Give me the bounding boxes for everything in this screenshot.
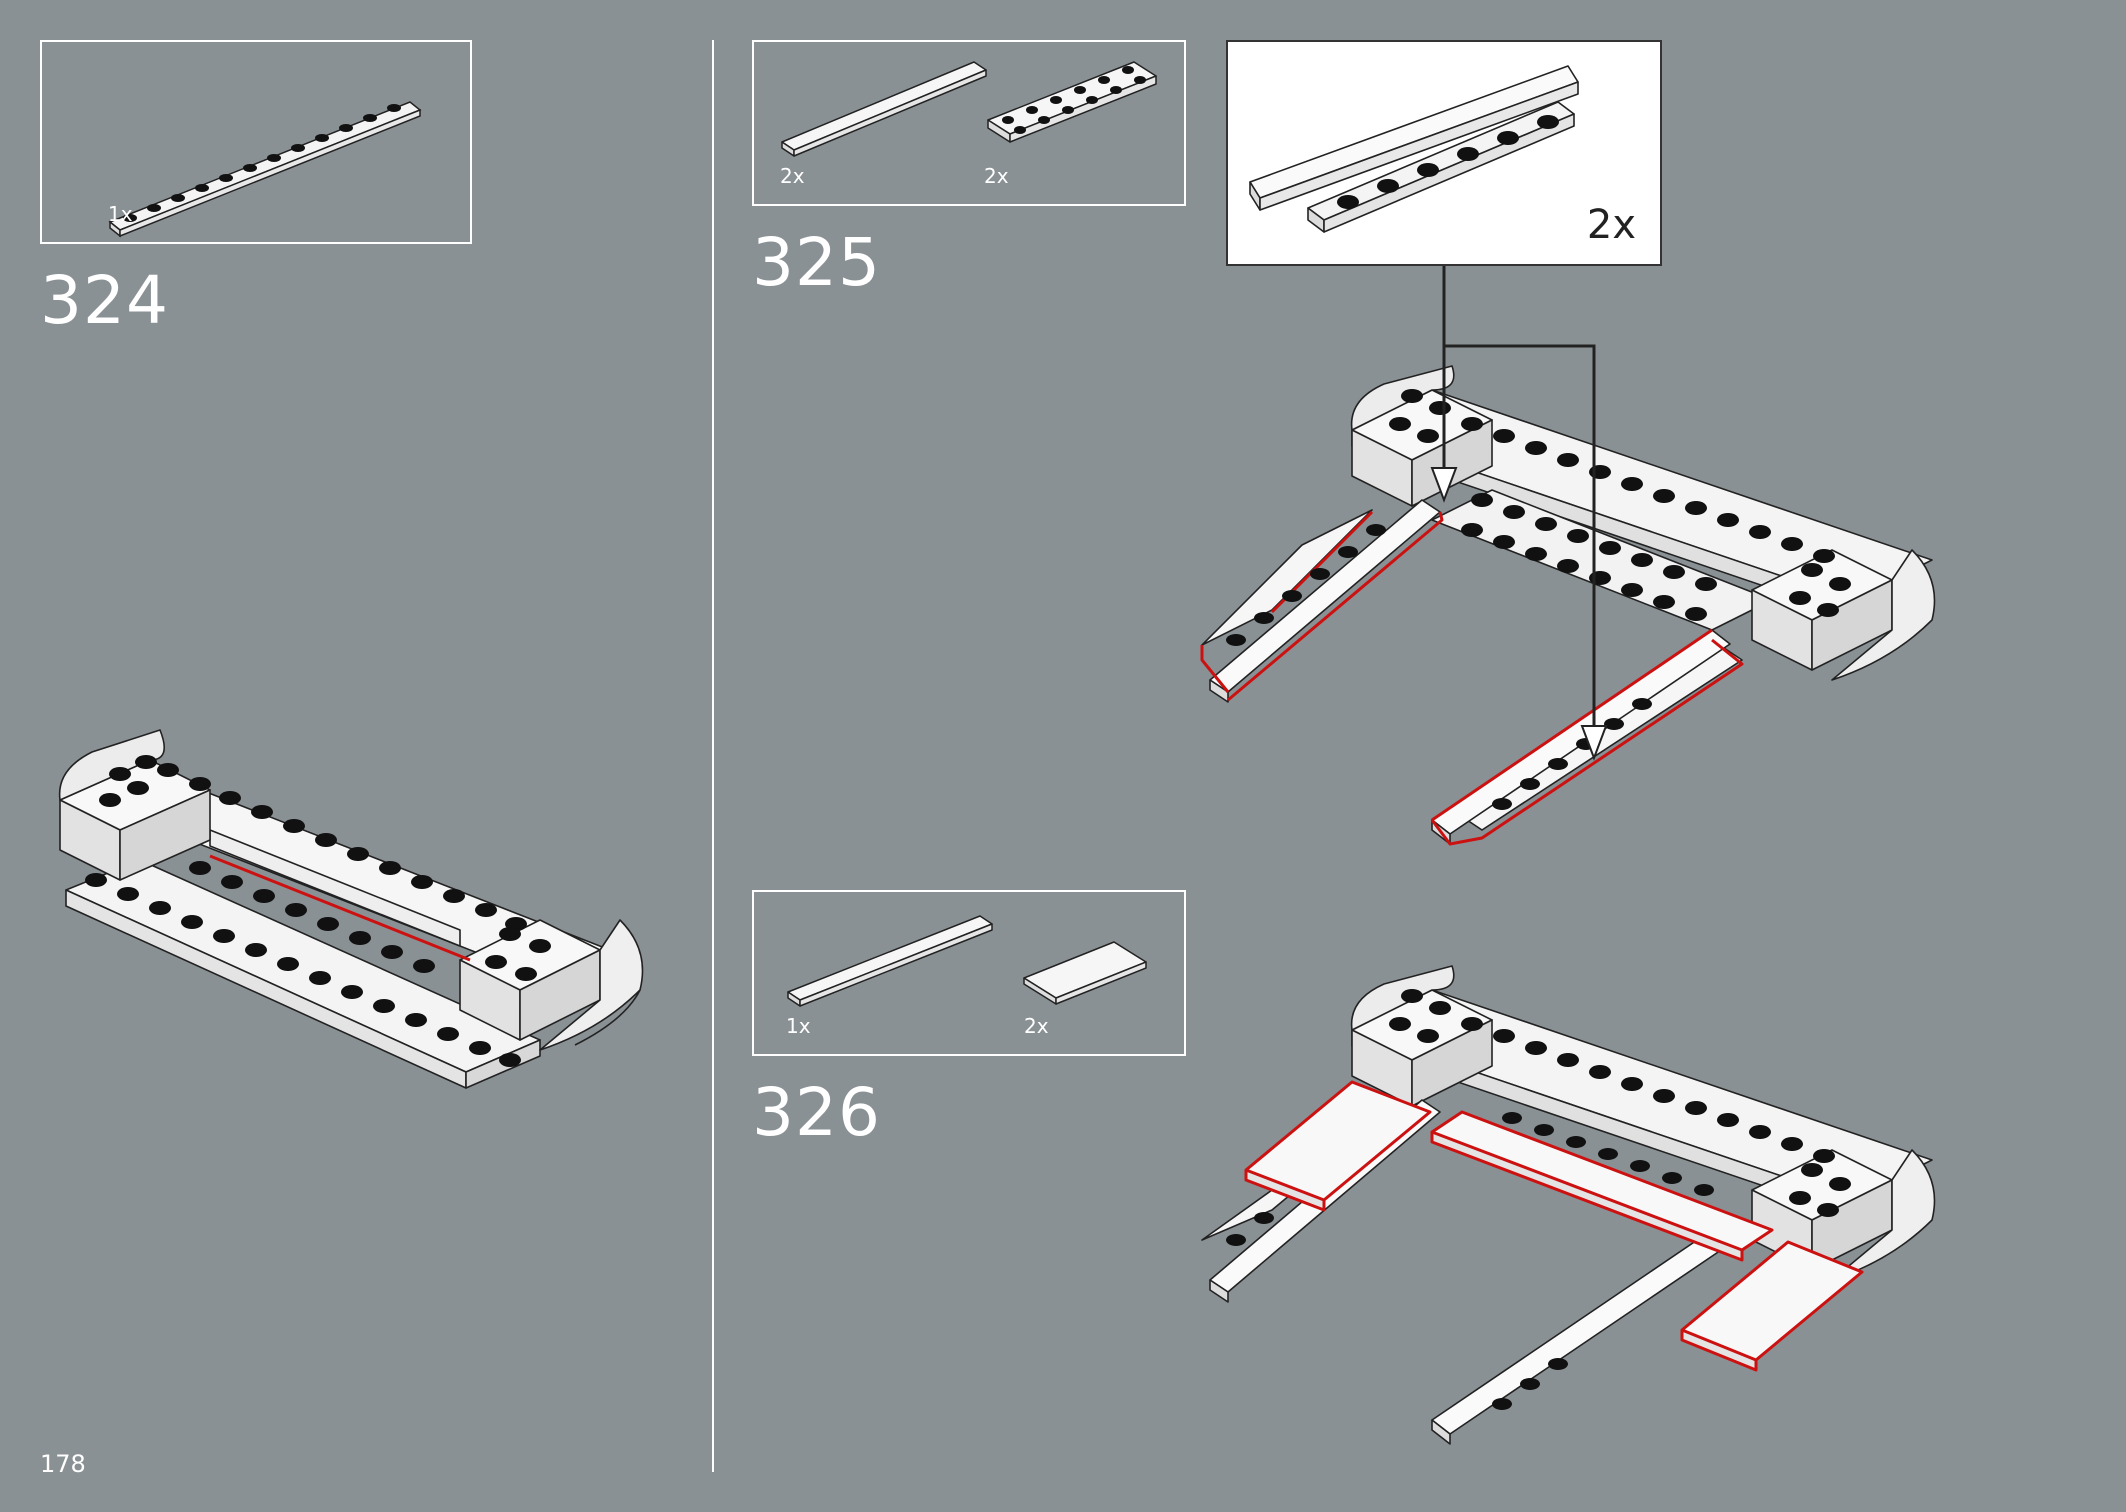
step-number-324: 324 xyxy=(40,262,169,339)
part-qty: 1x xyxy=(108,202,133,226)
page-divider xyxy=(712,40,714,1472)
step-number-325: 325 xyxy=(752,224,881,301)
part-qty: 1x xyxy=(786,1014,811,1038)
plate-1x12-icon xyxy=(108,101,422,238)
page-number: 178 xyxy=(40,1450,86,1478)
parts-box-step-325: 2x 2x xyxy=(752,40,1186,206)
subassembly-callout: 2x xyxy=(1226,40,1662,266)
part-qty: 2x xyxy=(1024,1014,1049,1038)
assembly-step-324 xyxy=(58,729,644,1089)
parts-box-step-324: 1x xyxy=(40,40,472,244)
step-325-parts-icons xyxy=(781,61,1157,157)
assembly-step-325 xyxy=(1200,266,1936,846)
subassembly-qty: 2x xyxy=(1586,202,1636,248)
assembly-step-326 xyxy=(1201,965,1936,1445)
step-number-326: 326 xyxy=(752,1074,881,1151)
part-qty: 2x xyxy=(780,164,805,188)
subassembly-icon xyxy=(1249,65,1579,233)
step-326-parts-icons xyxy=(787,915,1147,1007)
part-qty: 2x xyxy=(984,164,1009,188)
parts-box-step-326: 1x 2x xyxy=(752,890,1186,1056)
